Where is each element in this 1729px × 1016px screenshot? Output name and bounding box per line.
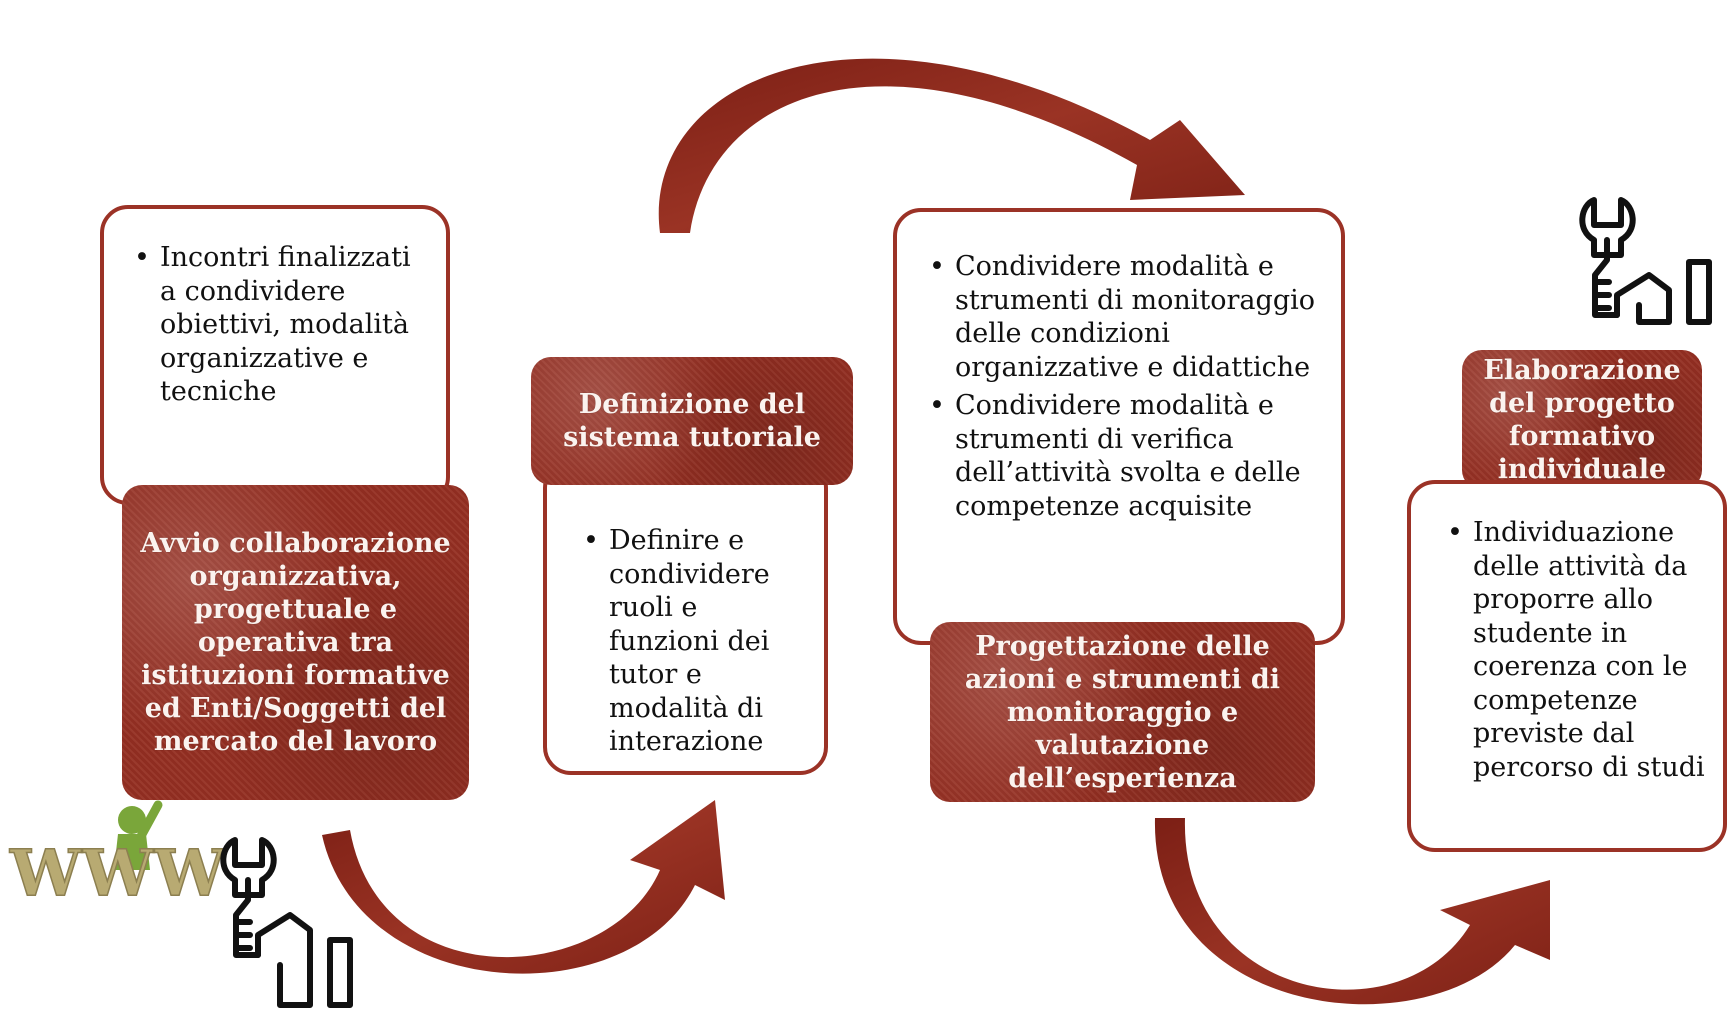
step-2-title-box: Definizione del sistema tutoriale — [531, 357, 853, 485]
step-3-bullet-list: Condividere modalità e strumenti di moni… — [929, 250, 1319, 523]
step-2-title: Definizione del sistema tutoriale — [563, 389, 821, 453]
step-4-bullet-list: Individuazione delle attività da proporr… — [1447, 516, 1711, 784]
step-1-bullet-1: Incontri finalizzati a condividere obiet… — [134, 241, 426, 409]
step-3-bullet-2: Condividere modalità e strumenti di veri… — [929, 389, 1319, 523]
step-4-bullet-1: Individuazione delle attività da proporr… — [1447, 516, 1711, 784]
www-globe-person-icon: WWW — [8, 800, 228, 912]
arc-arrow-top — [658, 58, 1245, 233]
step-1-title: Avvio collaborazione organizzativa, prog… — [140, 528, 451, 757]
step-3-bullet-1: Condividere modalità e strumenti di moni… — [929, 250, 1319, 384]
step-1-bullet-list: Incontri finalizzati a condividere obiet… — [134, 241, 426, 409]
repair-hand-wrench-icon — [220, 837, 353, 1008]
svg-text:WWW: WWW — [9, 836, 227, 911]
step-3-title: Progettazione delle azioni e strumenti d… — [964, 630, 1281, 794]
step-4-title: Elaborazione del progetto formativo indi… — [1483, 355, 1681, 485]
step-2-bullet-1: Definire e condividere ruoli e funzioni … — [583, 524, 806, 759]
step-3-description-box: Condividere modalità e strumenti di moni… — [893, 208, 1345, 645]
step-1-description-box: Incontri finalizzati a condividere obiet… — [100, 205, 450, 505]
step-3-title-box: Progettazione delle azioni e strumenti d… — [930, 622, 1315, 802]
step-1-title-box: Avvio collaborazione organizzativa, prog… — [122, 485, 469, 800]
step-2-description-box: Definire e condividere ruoli e funzioni … — [543, 460, 828, 775]
repair-hand-wrench-icon — [1579, 197, 1712, 325]
step-4-title-box: Elaborazione del progetto formativo indi… — [1462, 350, 1702, 490]
step-2-bullet-list: Definire e condividere ruoli e funzioni … — [583, 524, 806, 759]
arc-arrow-bottom-left — [322, 800, 725, 974]
arc-arrow-bottom-right — [1154, 818, 1550, 1005]
step-4-description-box: Individuazione delle attività da proporr… — [1407, 480, 1727, 852]
